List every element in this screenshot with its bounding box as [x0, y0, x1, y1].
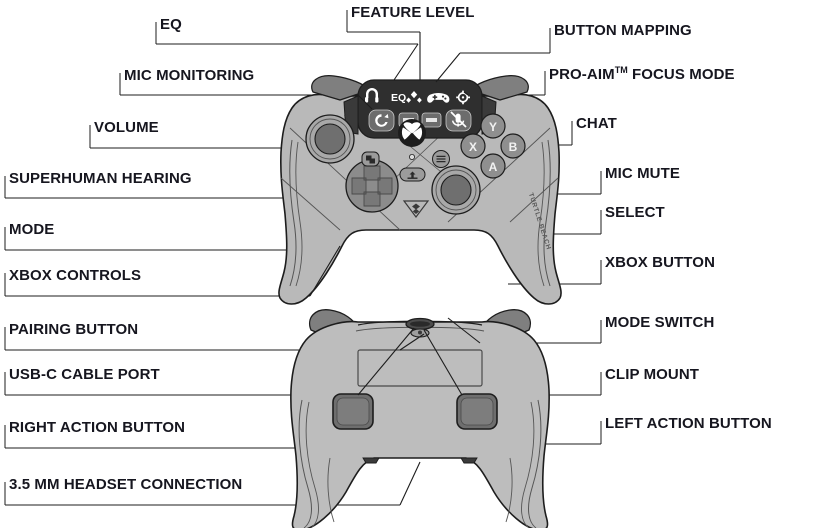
pointer-segments — [309, 32, 481, 506]
callout-label-mode-switch: MODE SWITCH — [605, 314, 715, 331]
callout-label-volume: VOLUME — [94, 119, 159, 136]
headset-jack — [362, 457, 478, 464]
share-button[interactable] — [399, 167, 426, 182]
guide-xbox-button[interactable] — [398, 119, 426, 147]
button-b[interactable]: B — [500, 133, 526, 159]
callout-label-left-action-button: LEFT ACTION BUTTON — [605, 415, 772, 432]
pointer-mode-switch — [447, 317, 481, 344]
controller-back-view — [290, 309, 550, 528]
svg-text:Y: Y — [489, 120, 497, 134]
view-select-button[interactable] — [361, 151, 380, 167]
pointer-headset — [399, 461, 421, 506]
back-body-shell — [290, 320, 550, 528]
pointer-eq — [393, 43, 419, 81]
back-contour-left — [298, 399, 312, 528]
headset-icon[interactable] — [365, 88, 379, 103]
callout-label-right-action-button: RIGHT ACTION BUTTON — [9, 419, 186, 436]
mic-mute-icon — [450, 111, 467, 128]
sparkle-diamond-icon[interactable] — [406, 91, 422, 103]
strip-top-row: EQ — [365, 88, 470, 105]
callout-label-chat: CHAT — [576, 115, 617, 132]
callout-label-button-mapping: BUTTON MAPPING — [554, 22, 692, 39]
right-analog-stick[interactable] — [431, 165, 481, 215]
pointer-clipmount — [423, 329, 463, 396]
pointer-pro-aim — [463, 91, 469, 96]
pointer-mic-monitoring — [357, 94, 373, 110]
callout-label-clip-mount: CLIP MOUNT — [605, 366, 700, 383]
callout-label-superhuman-hearing: SUPERHUMAN HEARING — [9, 170, 192, 187]
eq-icon-label[interactable]: EQ — [391, 92, 406, 104]
button-x[interactable]: X — [460, 133, 486, 159]
mode-button-right-glyph — [426, 118, 437, 122]
callout-label-pro-aim-focus-mode: PRO-AIMTM FOCUS MODE — [549, 65, 735, 83]
callout-label-xbox-button: XBOX BUTTON — [605, 254, 715, 271]
right-action-button[interactable] — [332, 393, 374, 430]
callout-label-mic-mute: MIC MUTE — [605, 165, 680, 182]
pointer-pairing — [399, 333, 425, 351]
face-buttons: Y X B A — [460, 113, 526, 179]
menu-button[interactable] — [432, 150, 450, 168]
usb-c-port — [405, 317, 435, 331]
front-contour-right — [543, 139, 551, 287]
callout-label-xbox-controls: XBOX CONTROLS — [9, 267, 142, 284]
svg-text:B: B — [509, 140, 518, 154]
front-contour-left-2 — [295, 141, 303, 287]
controller-front-view: EQ — [278, 75, 562, 305]
superhuman-hearing-icon — [375, 114, 389, 127]
clip-mount — [357, 349, 483, 387]
callout-label-mic-monitoring: MIC MONITORING — [124, 67, 255, 84]
pointer-xboxcontrols — [309, 245, 341, 297]
svg-text:X: X — [469, 140, 477, 154]
back-contour-left-2 — [305, 401, 319, 528]
front-contour-right-2 — [537, 141, 545, 287]
back-contour-left-inner — [327, 457, 335, 523]
front-contour-left — [289, 139, 297, 287]
status-led — [408, 153, 415, 160]
left-action-button[interactable] — [456, 393, 498, 430]
gamepad-icon[interactable] — [427, 93, 450, 103]
turtle-beach-logo-icon — [402, 200, 430, 218]
pointer-button-mapping — [435, 52, 461, 83]
callout-label-feature-level: FEATURE LEVEL — [351, 4, 475, 21]
superhuman-hearing-button[interactable] — [368, 109, 395, 132]
crosshair-target-icon[interactable] — [456, 90, 470, 105]
dpad[interactable] — [345, 159, 399, 213]
svg-text:A: A — [489, 160, 498, 174]
callout-label-mode: MODE — [9, 221, 55, 238]
callout-label-usb-c-cable-port: USB-C CABLE PORT — [9, 366, 160, 383]
back-contour-right — [528, 399, 542, 528]
callout-label-select: SELECT — [605, 204, 665, 221]
callout-label-pairing-button: PAIRING BUTTON — [9, 321, 139, 338]
callout-label-eq: EQ — [160, 16, 182, 33]
back-contour-right-2 — [521, 401, 535, 528]
left-analog-stick[interactable] — [305, 114, 355, 164]
trademark-symbol: TM — [614, 65, 628, 75]
pointer-usbc — [357, 327, 415, 396]
back-contour-right-inner — [505, 457, 513, 523]
callout-label-headset-connection: 3.5 MM HEADSET CONNECTION — [9, 476, 243, 493]
button-a[interactable]: A — [480, 153, 506, 179]
button-y[interactable]: Y — [480, 113, 506, 139]
